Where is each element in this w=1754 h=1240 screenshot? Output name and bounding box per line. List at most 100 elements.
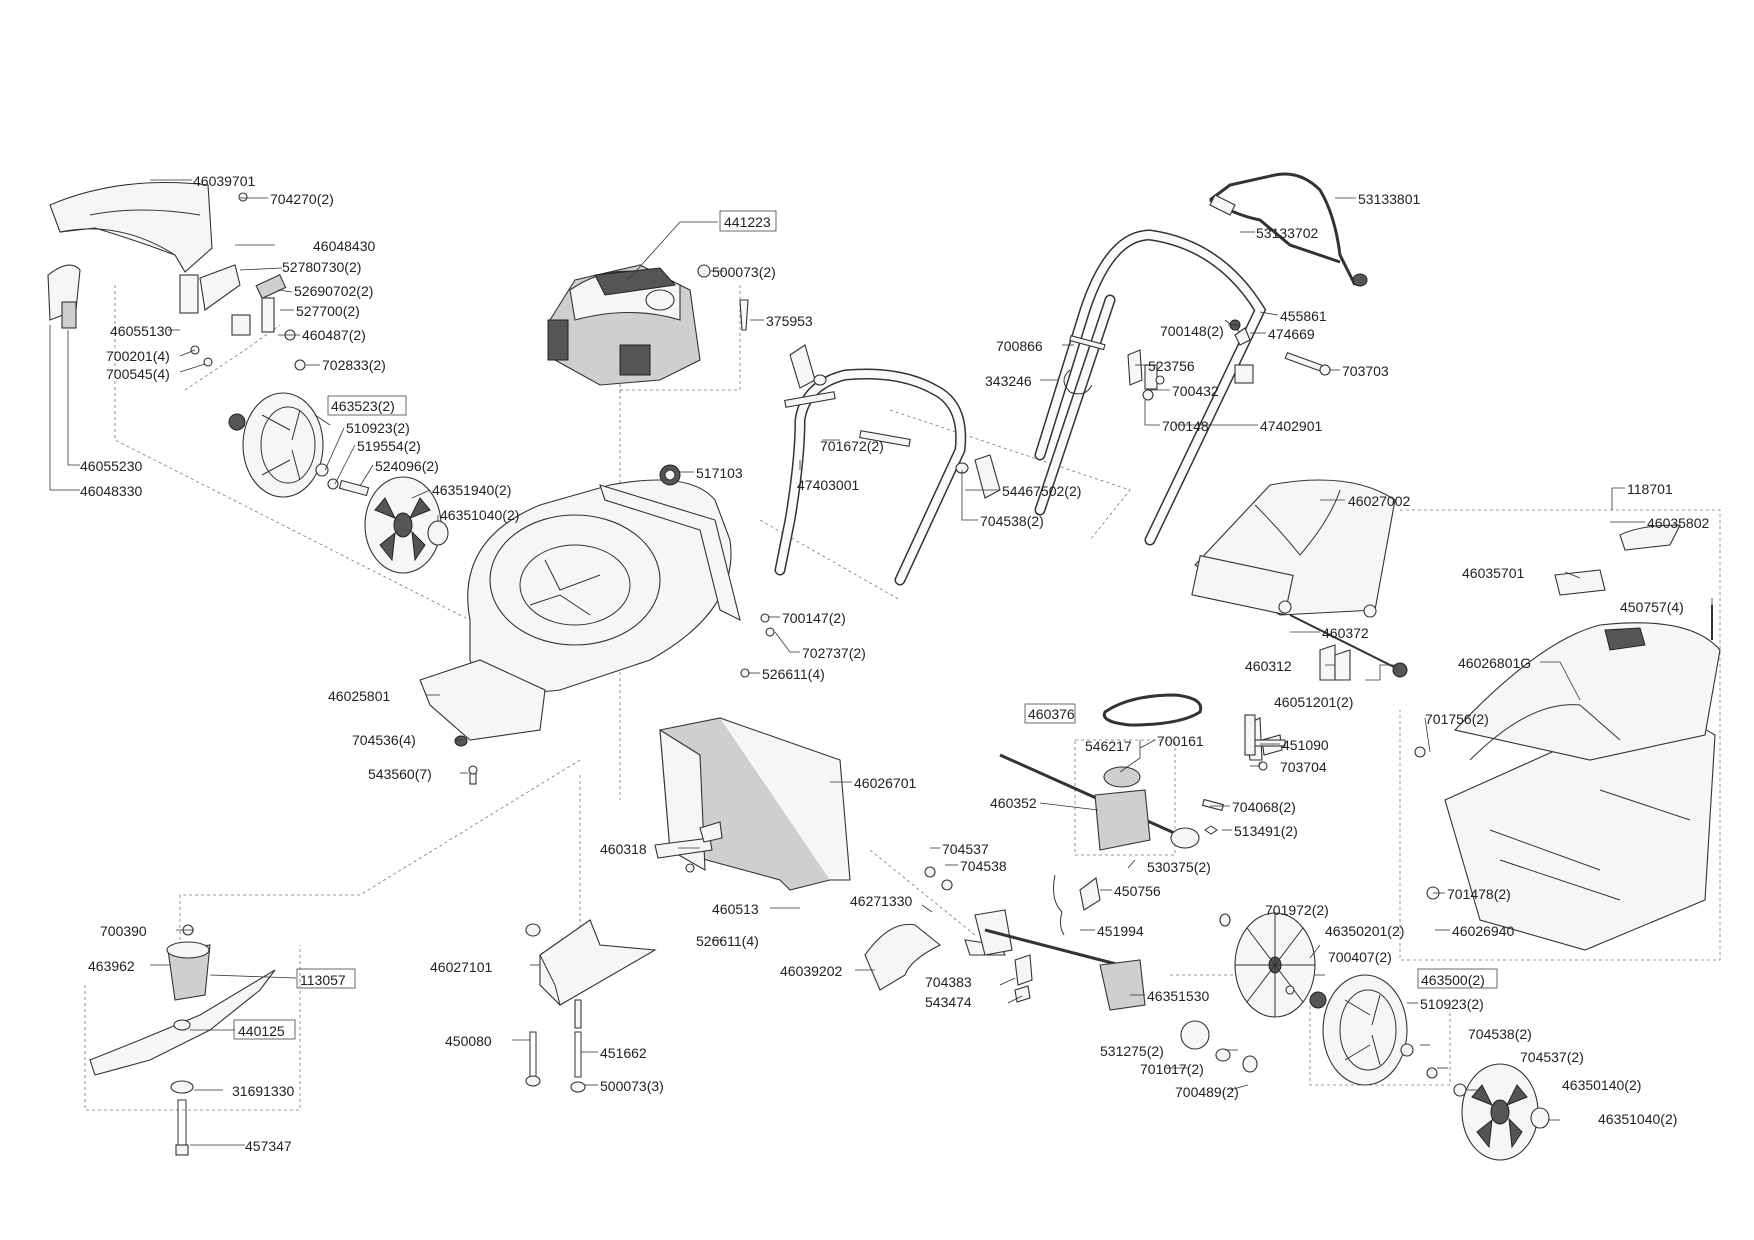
part-label-500073a: 500073(2) <box>712 264 776 280</box>
part-label-463500: 463500(2) <box>1421 972 1485 988</box>
part-label-700407: 700407(2) <box>1328 949 1392 965</box>
engine-illustration <box>547 264 749 386</box>
part-label-526611b: 526611(4) <box>696 933 759 949</box>
part-label-46051201: 46051201(2) <box>1274 694 1353 710</box>
upper-handle-illustration <box>1034 229 1331 546</box>
part-label-460352: 460352 <box>990 795 1037 811</box>
part-label-546217: 546217 <box>1085 738 1132 754</box>
part-label-53133801: 53133801 <box>1358 191 1421 207</box>
part-label-500073b: 500073(3) <box>600 1078 664 1094</box>
control-bail-illustration <box>1209 172 1368 287</box>
part-label-704068: 704068(2) <box>1232 799 1296 815</box>
part-label-46039202: 46039202 <box>780 963 843 979</box>
part-label-31691330: 31691330 <box>232 1083 295 1099</box>
part-label-46351530: 46351530 <box>1147 988 1210 1004</box>
part-label-46351040a: 46351040(2) <box>440 507 519 523</box>
part-label-460372: 460372 <box>1322 625 1369 641</box>
part-label-450080: 450080 <box>445 1033 492 1049</box>
part-label-375953: 375953 <box>766 313 813 329</box>
rear-flap-illustration <box>49 181 213 273</box>
lower-handle-illustration <box>774 344 1001 586</box>
part-label-46026701: 46026701 <box>854 775 917 791</box>
hubcap-left <box>364 476 449 574</box>
part-label-343246: 343246 <box>985 373 1032 389</box>
part-label-46055230: 46055230 <box>80 458 143 474</box>
part-label-700148b: 700148 <box>1162 418 1209 434</box>
part-label-47402901: 47402901 <box>1260 418 1323 434</box>
part-label-46048330: 46048330 <box>80 483 143 499</box>
front-wheel-right <box>1309 974 1467 1097</box>
height-adjuster-illustration <box>864 866 1146 1011</box>
grassbag-illustration <box>1414 524 1721 951</box>
part-label-523756: 523756 <box>1148 358 1195 374</box>
part-label-704538a: 704538(2) <box>980 513 1044 529</box>
grassbag-lid-illustration <box>1191 479 1396 618</box>
part-label-450757: 450757(4) <box>1620 599 1684 615</box>
part-label-460318: 460318 <box>600 841 647 857</box>
part-label-701756: 701756(2) <box>1425 711 1489 727</box>
part-label-543560: 543560(7) <box>368 766 432 782</box>
part-label-519554: 519554(2) <box>357 438 421 454</box>
assembly-guides <box>84 285 1721 1111</box>
part-label-46026940: 46026940 <box>1452 923 1515 939</box>
rear-wheel-left <box>228 392 370 498</box>
part-label-460312: 460312 <box>1245 658 1292 674</box>
part-label-46351940: 46351940(2) <box>432 482 511 498</box>
part-label-701478: 701478(2) <box>1447 886 1511 902</box>
part-label-543474: 543474 <box>925 994 972 1010</box>
part-label-53133702: 53133702 <box>1256 225 1319 241</box>
part-label-704536: 704536(4) <box>352 732 416 748</box>
part-label-701972: 701972(2) <box>1265 902 1329 918</box>
part-label-46350140: 46350140(2) <box>1562 1077 1641 1093</box>
part-label-451090: 451090 <box>1282 737 1329 753</box>
part-label-455861: 455861 <box>1280 308 1327 324</box>
part-label-46035802: 46035802 <box>1647 515 1710 531</box>
drive-gearbox-illustration <box>999 693 1286 936</box>
deck-hardware <box>454 735 478 785</box>
part-label-463962: 463962 <box>88 958 135 974</box>
part-label-46055130: 46055130 <box>110 323 173 339</box>
part-label-704538c: 704538(2) <box>1468 1026 1532 1042</box>
part-label-460487: 460487(2) <box>302 327 366 343</box>
part-label-46027002: 46027002 <box>1348 493 1411 509</box>
boxed-label-frames <box>233 210 1498 1040</box>
part-label-700147: 700147(2) <box>782 610 846 626</box>
part-label-440125: 440125 <box>238 1023 285 1039</box>
part-label-46039701: 46039701 <box>193 173 256 189</box>
part-number-labels: 46039701 704270(2) 46048430 52780730(2) … <box>80 173 1710 1154</box>
part-label-54467502: 54467502(2) <box>1002 483 1081 499</box>
part-label-517103: 517103 <box>696 465 743 481</box>
part-label-460513: 460513 <box>712 901 759 917</box>
part-label-703703: 703703 <box>1342 363 1389 379</box>
part-label-450756: 450756 <box>1114 883 1161 899</box>
part-label-527700: 527700(2) <box>296 303 360 319</box>
part-label-702833: 702833(2) <box>322 357 386 373</box>
part-label-46026801G: 46026801G <box>1458 655 1531 671</box>
part-label-46351040b: 46351040(2) <box>1598 1111 1677 1127</box>
part-label-46025801: 46025801 <box>328 688 391 704</box>
part-label-46271330: 46271330 <box>850 893 913 909</box>
part-label-524096: 524096(2) <box>375 458 439 474</box>
part-label-704383: 704383 <box>925 974 972 990</box>
part-label-531275: 531275(2) <box>1100 1043 1164 1059</box>
part-label-700161: 700161 <box>1157 733 1204 749</box>
part-label-700432: 700432 <box>1172 383 1219 399</box>
front-drive-parts <box>1180 913 1258 1073</box>
part-label-457347: 457347 <box>245 1138 292 1154</box>
part-label-46048430: 46048430 <box>313 238 376 254</box>
part-label-474669: 474669 <box>1268 326 1315 342</box>
part-label-701672: 701672(2) <box>820 438 884 454</box>
part-label-451662: 451662 <box>600 1045 647 1061</box>
part-label-513491: 513491(2) <box>1234 823 1298 839</box>
part-label-700866: 700866 <box>996 338 1043 354</box>
leader-lines <box>49 179 1713 1146</box>
part-label-118701: 118701 <box>1627 481 1673 497</box>
part-label-46035701: 46035701 <box>1462 565 1525 581</box>
part-label-704270: 704270(2) <box>270 191 334 207</box>
part-label-703704: 703704 <box>1280 759 1327 775</box>
part-label-704537a: 704537 <box>942 841 989 857</box>
part-label-704537b: 704537(2) <box>1520 1049 1584 1065</box>
part-label-704538b: 704538 <box>960 858 1007 874</box>
front-hubcap-disc <box>1234 912 1316 1018</box>
